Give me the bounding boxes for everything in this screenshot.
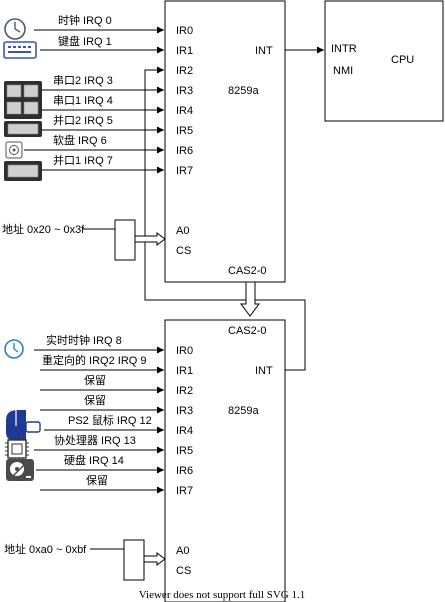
slave-pin-ir5: IR5	[176, 445, 193, 457]
master-pins: IR0 IR1 IR2 IR3 IR4 IR5 IR6 IR7 INT 8259…	[176, 25, 273, 277]
master-pin-ir0: IR0	[176, 25, 193, 37]
coprocessor-chip-icon	[5, 437, 29, 461]
slave-pins: CAS2-0 IR0 IR1 IR2 IR3 IR4 IR5 IR6 IR7 I…	[176, 325, 273, 577]
clock-icon	[4, 18, 26, 40]
cpu-nmi-label: NMI	[333, 65, 353, 77]
master-a0-label: A0	[176, 225, 189, 237]
master-pin-ir5: IR5	[176, 125, 193, 137]
master-pin-ir3: IR3	[176, 85, 193, 97]
slave-pin-ir4: IR4	[176, 425, 193, 437]
irq12-label: PS2 鼠标 IRQ 12	[68, 413, 152, 427]
slave-chip-label: 8259a	[228, 405, 259, 417]
keyboard-icon	[3, 41, 37, 59]
master-pin-ir2: IR2	[176, 65, 193, 77]
slave-a0-label: A0	[176, 545, 189, 557]
master-pin-ir7: IR7	[176, 165, 193, 177]
irq7-label: 并口1 IRQ 7	[53, 153, 113, 167]
footer-note: Viewer does not support full SVG 1.1	[139, 589, 305, 601]
irq5-label: 并口2 IRQ 5	[53, 113, 113, 127]
master-decoder-box	[114, 219, 136, 261]
slave-pin-ir7: IR7	[176, 485, 193, 497]
slave-pin-ir3: IR3	[176, 405, 193, 417]
master-cas-label: CAS2-0	[228, 265, 267, 277]
master-int-label: INT	[255, 45, 273, 57]
irq15-label: 保留	[86, 473, 108, 487]
clock-icon	[4, 339, 24, 359]
master-8259a-box	[164, 0, 286, 283]
cpu-box	[324, 0, 444, 122]
master-irq-lines: 时钟 IRQ 0 键盘 IRQ 1 串口2 IRQ 3 串口1 IRQ 4 并口…	[24, 13, 164, 174]
master-cs-label: CS	[176, 245, 191, 257]
master-pin-ir6: IR6	[176, 145, 193, 157]
master-pin-ir4: IR4	[176, 105, 193, 117]
irq0-label: 时钟 IRQ 0	[58, 13, 112, 27]
master-pin-ir1: IR1	[176, 45, 193, 57]
irq9-label: 重定向的 IRQ2 IRQ 9	[42, 353, 147, 367]
slave-pin-ir2: IR2	[176, 385, 193, 397]
slave-irq-lines: 实时时钟 IRQ 8 重定向的 IRQ2 IRQ 9 保留 保留 PS2 鼠标 …	[34, 333, 164, 494]
cpu-intr-label: INTR	[331, 43, 357, 55]
irq1-label: 键盘 IRQ 1	[58, 34, 112, 48]
slave-int-label: INT	[255, 365, 273, 377]
slave-pin-ir6: IR6	[176, 465, 193, 477]
floppy-disk-icon	[5, 141, 23, 159]
irq3-label: 串口2 IRQ 3	[53, 74, 113, 87]
irq4-label: 串口1 IRQ 4	[53, 94, 113, 107]
master-decoder-to-cs-arrow	[134, 232, 166, 246]
slave-cs-label: CS	[176, 565, 191, 577]
hard-disk-icon	[6, 459, 34, 481]
cascade-int-to-ir2-line	[144, 66, 306, 371]
master-chip-label: 8259a	[228, 85, 259, 97]
slave-8259a-box	[164, 319, 286, 602]
slave-address-label: 地址 0xa0 ~ 0xbf	[4, 542, 87, 556]
irq6-label: 软盘 IRQ 6	[53, 133, 107, 147]
irq10-label: 保留	[84, 373, 106, 387]
slave-decoder-to-cs-arrow	[143, 552, 166, 566]
cas-hollow-arrow	[240, 281, 260, 317]
slave-decoder-box	[123, 539, 145, 581]
slave-cas-label: CAS2-0	[228, 325, 267, 337]
serial-port-icon	[4, 81, 42, 119]
irq11-label: 保留	[84, 393, 106, 407]
slave-pin-ir0: IR0	[176, 345, 193, 357]
cpu-label: CPU	[391, 54, 414, 66]
parallel-port-icon	[4, 121, 42, 137]
irq13-label: 协处理器 IRQ 13	[54, 433, 136, 447]
mouse-icon	[6, 410, 41, 442]
irq14-label: 硬盘 IRQ 14	[64, 453, 124, 467]
parallel-port-icon	[4, 161, 42, 181]
master-address-label: 地址 0x20 ~ 0x3f	[2, 222, 85, 236]
irq8-label: 实时时钟 IRQ 8	[46, 333, 122, 347]
slave-pin-ir1: IR1	[176, 365, 193, 377]
